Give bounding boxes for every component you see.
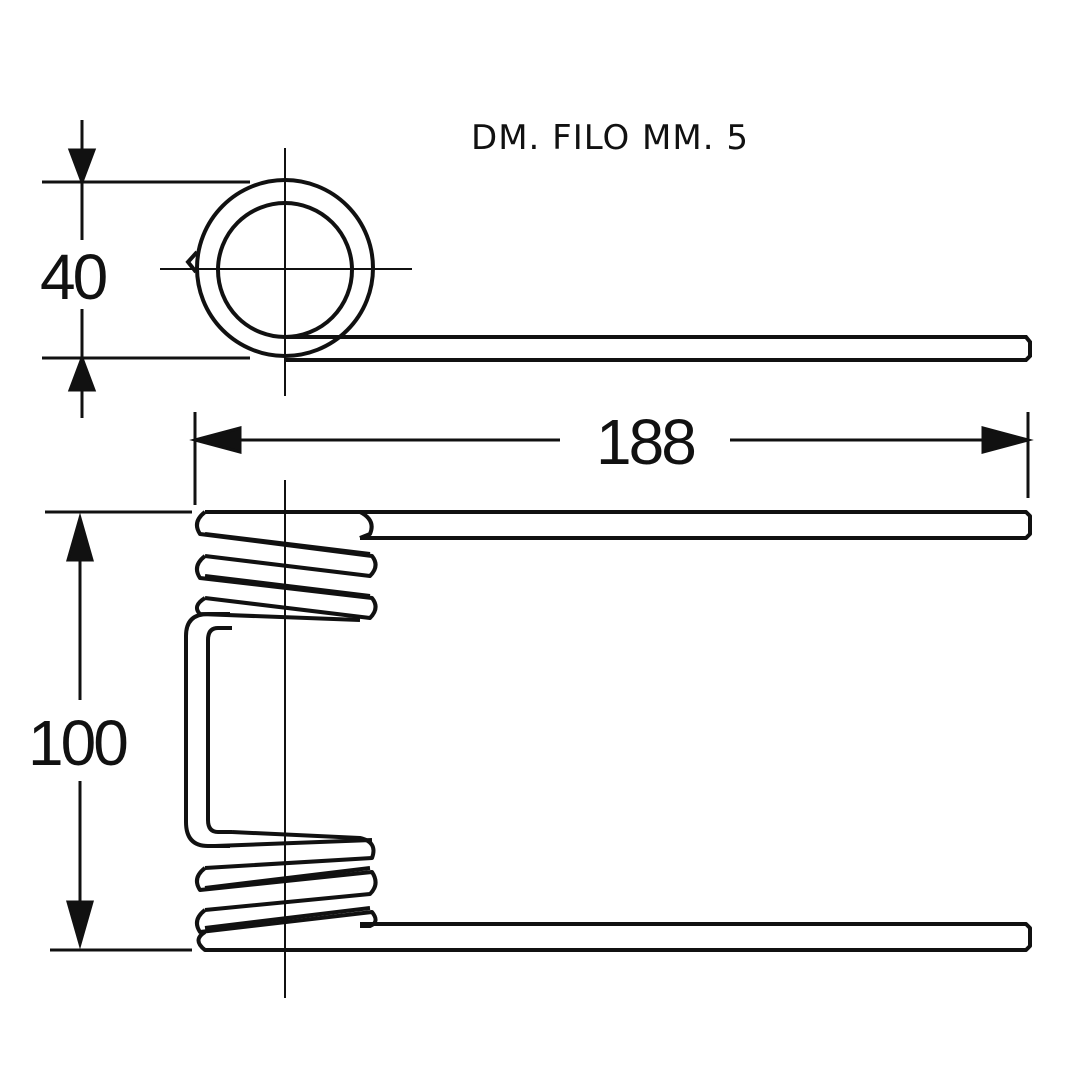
connecting-loop bbox=[184, 612, 230, 848]
dimension-total-width: 100 bbox=[28, 705, 129, 781]
tine-lower bbox=[360, 922, 1032, 952]
dim-188-lines bbox=[189, 412, 1034, 505]
coil-upper bbox=[194, 510, 378, 622]
tine-upper bbox=[360, 510, 1032, 540]
dimension-coil-diameter: 40 bbox=[40, 241, 108, 313]
dimension-total-length: 188 bbox=[586, 410, 704, 474]
dim-40-lines bbox=[42, 120, 250, 418]
dim-100-lines bbox=[45, 510, 192, 952]
connecting-loop-inner bbox=[206, 626, 232, 834]
coil-lower bbox=[194, 830, 378, 952]
side-view bbox=[184, 510, 1032, 952]
wire-diameter-note: DM. FILO MM. 5 bbox=[471, 118, 749, 158]
center-lines bbox=[160, 148, 412, 396]
tine-top-view bbox=[285, 335, 1032, 362]
